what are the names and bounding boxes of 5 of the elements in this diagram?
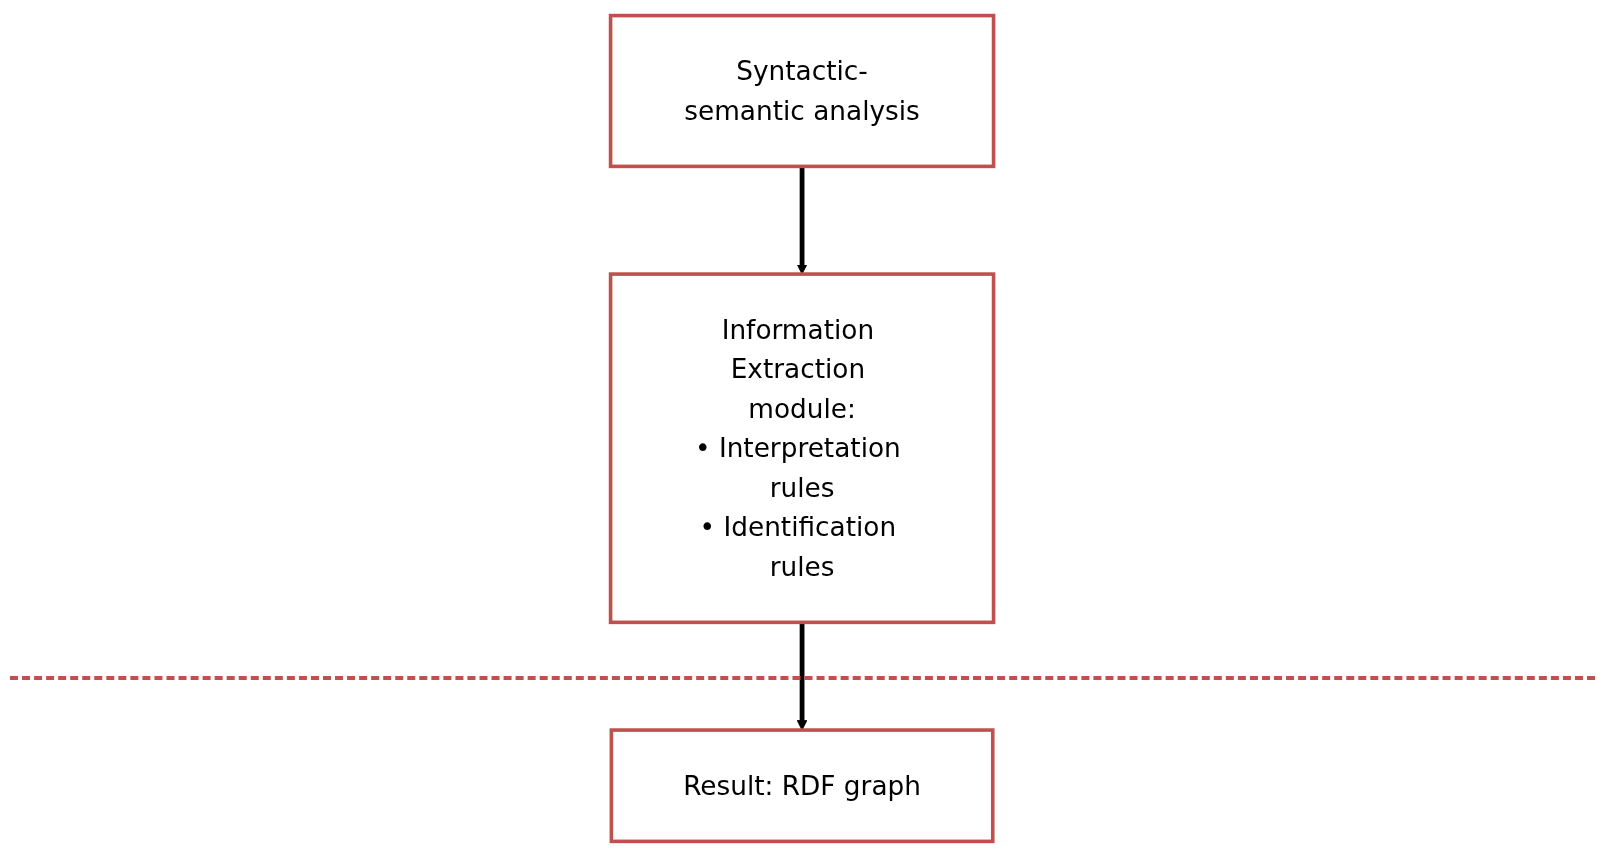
node-box: Syntactic-semantic analysis [609,13,996,169]
node-box: Information Extraction module: • Interpretation rules • Identification rules [609,272,996,625]
arrow [797,166,808,275]
node-box: Result: RDF graph [610,728,995,844]
arrow [797,622,808,731]
